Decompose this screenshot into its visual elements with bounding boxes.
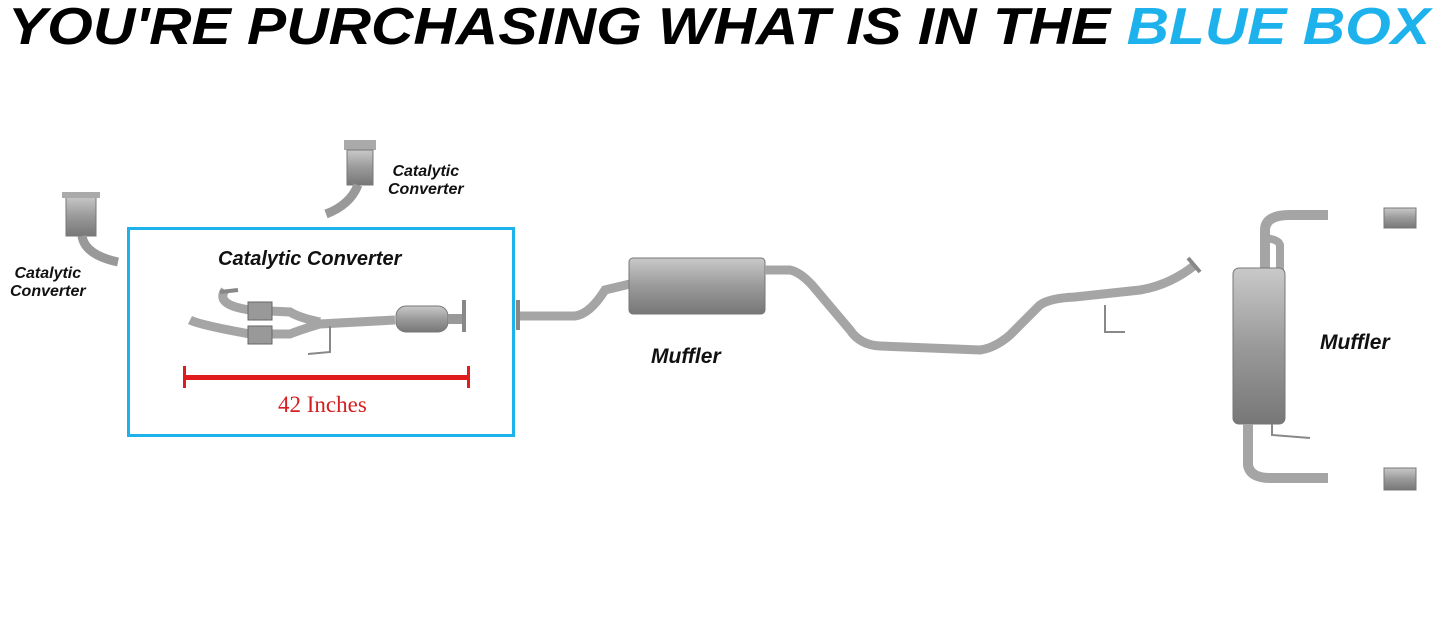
y-pipe-catalytic-converter xyxy=(183,287,470,388)
label-muffler-right: Muffler xyxy=(1320,331,1390,354)
page-title: YOU'RE PURCHASING WHAT IS IN THE BLUE BO… xyxy=(8,0,1434,56)
catalytic-converter-left xyxy=(62,192,120,267)
tailpipe-tip-top xyxy=(1383,207,1417,229)
blue-box-purchased-item xyxy=(127,227,515,437)
measurement-label: 42 Inches xyxy=(278,392,367,417)
measurement-bar xyxy=(185,375,469,380)
rear-muffler xyxy=(1232,207,1417,491)
label-catalytic-converter-box: Catalytic Converter xyxy=(218,248,402,270)
catalytic-converter-top xyxy=(324,140,376,219)
label-muffler-mid: Muffler xyxy=(651,345,721,368)
label-line: Catalytic xyxy=(14,265,82,282)
label-line: Catalytic xyxy=(392,163,460,180)
label-line: Converter xyxy=(388,180,464,198)
label-catalytic-converter-left: Catalytic Converter xyxy=(10,265,86,300)
label-line: Converter xyxy=(10,282,86,300)
title-highlight: BLUE BOX xyxy=(1127,0,1434,56)
title-prefix: YOU'RE PURCHASING WHAT IS IN THE xyxy=(8,0,1127,56)
svg-text:YOU'RE PURCHASING WHAT IS IN T: YOU'RE PURCHASING WHAT IS IN THE BLUE BO… xyxy=(8,0,1434,56)
tailpipe-tip-bottom xyxy=(1383,467,1417,491)
mid-pipe-muffler xyxy=(516,256,1202,355)
label-catalytic-converter-top: Catalytic Converter xyxy=(388,163,464,198)
